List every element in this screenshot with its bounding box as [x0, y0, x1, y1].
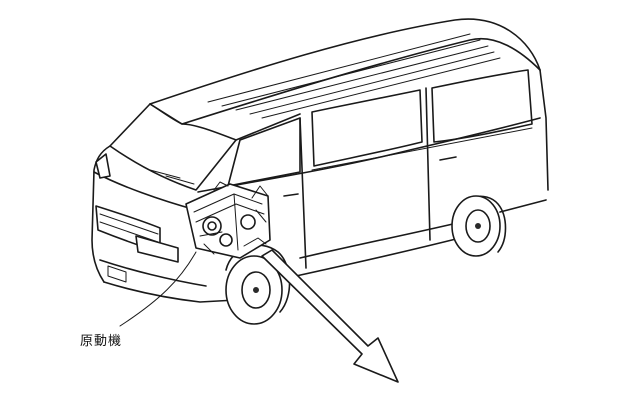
van-body	[91, 18, 549, 303]
van-front-wheel	[225, 244, 291, 325]
engine-leader-line	[119, 251, 197, 327]
engine-illustration	[185, 181, 271, 259]
van-rear-wheel	[451, 195, 507, 257]
engine-label: 原動機	[80, 334, 123, 349]
van-windows	[227, 69, 533, 269]
direction-arrow	[261, 249, 399, 383]
